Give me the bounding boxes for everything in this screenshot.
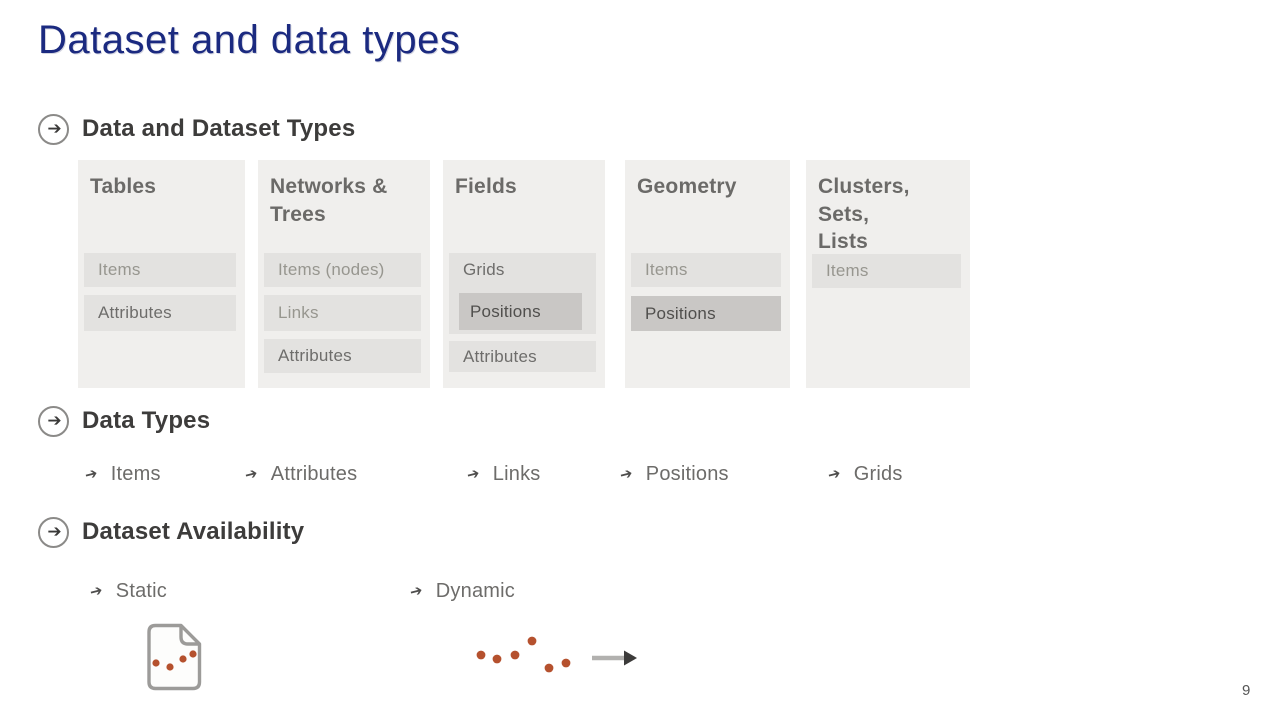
bar-items: Items: [84, 253, 236, 287]
bar-grids: Grids Positions: [449, 253, 596, 334]
availability-dynamic: ➔ Dynamic: [407, 576, 515, 606]
scatter-dots-with-arrow-icon: [476, 636, 637, 673]
bar-items-nodes: Items (nodes): [264, 253, 421, 287]
small-right-arrow-icon: ➔: [87, 580, 105, 601]
column-tables: Tables Items Attributes: [78, 160, 245, 388]
data-type-grids: ➔ Grids: [825, 459, 903, 489]
data-type-label: Positions: [645, 462, 729, 485]
section-header-dataset-availability: ➔ Dataset Availability: [38, 515, 304, 549]
column-title: Tables: [90, 175, 157, 198]
bar-attributes: Attributes: [84, 295, 236, 331]
bar-attributes: Attributes: [449, 341, 596, 372]
availability-label: Dynamic: [435, 579, 515, 602]
data-type-attributes: ➔ Attributes: [242, 459, 358, 489]
document-with-dots-icon: [147, 623, 202, 691]
bar-label: Grids: [463, 260, 505, 279]
bar-positions: Positions: [631, 296, 781, 331]
bar-items: Items: [631, 253, 781, 287]
section-header-data-and-dataset-types: ➔ Data and Dataset Types: [38, 112, 355, 146]
column-fields: Fields Grids Positions Attributes: [443, 160, 605, 388]
small-right-arrow-icon: ➔: [82, 463, 100, 484]
data-type-links: ➔ Links: [464, 459, 541, 489]
section-title: Data Types: [82, 407, 211, 434]
data-type-label: Attributes: [270, 462, 358, 485]
data-type-label: Links: [492, 462, 541, 485]
column-title: Fields: [455, 175, 517, 198]
circle-arrow-icon: ➔: [38, 405, 69, 437]
bar-items: Items: [812, 254, 961, 288]
small-right-arrow-icon: ➔: [242, 463, 260, 484]
availability-label: Static: [115, 579, 168, 602]
column-title: Clusters, Sets, Lists: [818, 175, 910, 254]
column-clusters-sets-lists: Clusters, Sets, Lists Items: [806, 160, 970, 388]
small-right-arrow-icon: ➔: [407, 580, 425, 601]
right-arrow-icon: ➔: [47, 521, 62, 542]
availability-static: ➔ Static: [87, 576, 168, 606]
section-title: Dataset Availability: [82, 518, 305, 545]
data-type-items: ➔ Items: [82, 459, 161, 489]
bar-attributes: Attributes: [264, 339, 421, 373]
column-networks-trees: Networks & Trees Items (nodes) Links Att…: [258, 160, 430, 388]
page-title: Dataset and data types: [38, 18, 461, 62]
section-title: Data and Dataset Types: [82, 115, 356, 142]
circle-arrow-icon: ➔: [38, 113, 69, 145]
section-header-data-types: ➔ Data Types: [38, 404, 210, 438]
column-title: Geometry: [637, 175, 737, 198]
bar-links: Links: [264, 295, 421, 331]
bar-positions-nested: Positions: [459, 293, 582, 330]
data-type-positions: ➔ Positions: [617, 459, 729, 489]
right-arrow-icon: ➔: [47, 410, 62, 431]
small-right-arrow-icon: ➔: [464, 463, 482, 484]
small-right-arrow-icon: ➔: [617, 463, 635, 484]
column-geometry: Geometry Items Positions: [625, 160, 790, 388]
data-type-label: Items: [110, 462, 161, 485]
page-number: 9: [1242, 682, 1251, 699]
right-arrow-icon: ➔: [47, 118, 62, 139]
circle-arrow-icon: ➔: [38, 516, 69, 548]
small-right-arrow-icon: ➔: [825, 463, 843, 484]
column-title: Networks & Trees: [270, 175, 388, 226]
data-type-label: Grids: [853, 462, 903, 485]
